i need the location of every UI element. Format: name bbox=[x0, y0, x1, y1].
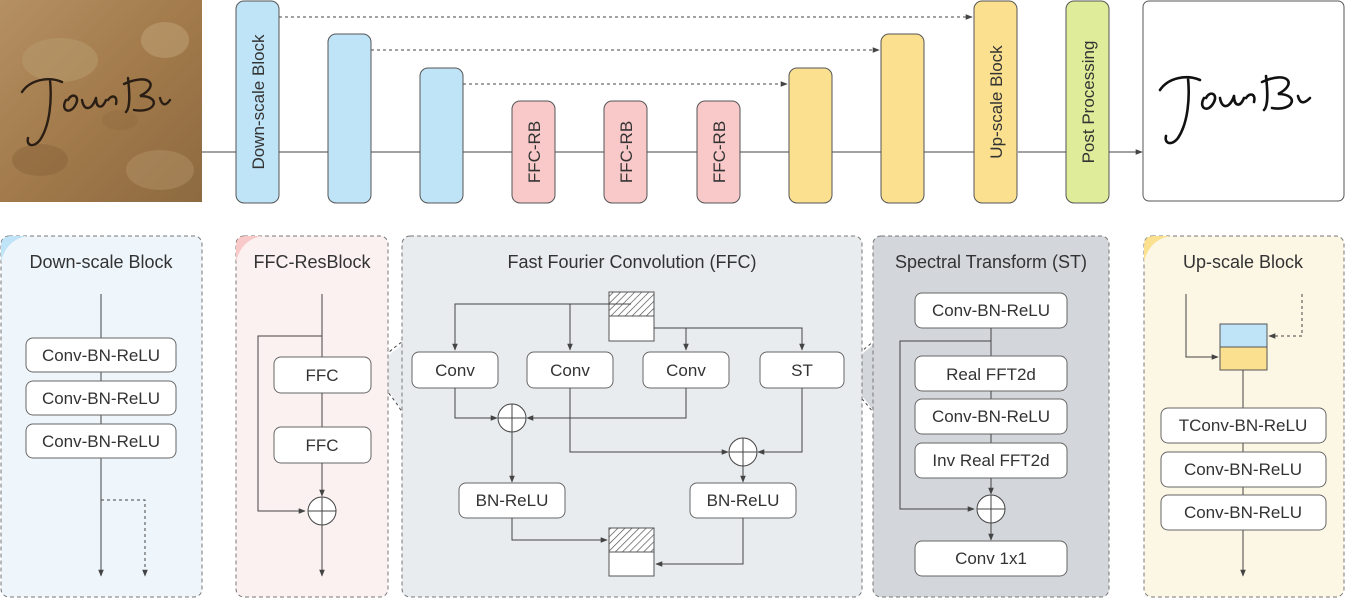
box-label: FFC bbox=[305, 436, 338, 455]
panel-title: Fast Fourier Convolution (FFC) bbox=[507, 252, 756, 272]
downscale-panel: Down-scale Block Conv-BN-ReLU Conv-BN-Re… bbox=[0, 235, 203, 598]
post-processing-label: Post Processing bbox=[1079, 41, 1098, 164]
conv-1x1-box bbox=[914, 540, 1068, 577]
residual-connection bbox=[899, 340, 991, 512]
box-label: TConv-BN-ReLU bbox=[1179, 416, 1307, 435]
panel-title: Down-scale Block bbox=[29, 252, 173, 272]
conv-bn-relu-box bbox=[1160, 451, 1327, 488]
branch-arrow bbox=[654, 327, 805, 351]
box-label: Conv bbox=[435, 361, 475, 380]
st-panel: Spectral Transform (ST) Conv-BN-ReLU Rea… bbox=[872, 235, 1110, 598]
box-label: Real FFT2d bbox=[946, 365, 1036, 384]
ffc-rb-block-1: FFC-RB bbox=[511, 100, 556, 204]
residual-connection bbox=[257, 335, 322, 514]
box-label: Conv-BN-ReLU bbox=[1184, 460, 1302, 479]
ffc-rb-block-2: FFC-RB bbox=[603, 100, 648, 204]
branch-arrow bbox=[567, 303, 631, 351]
ffc-rb-label: FFC-RB bbox=[710, 121, 729, 183]
input-arrow bbox=[1185, 294, 1219, 360]
box-label: Conv-BN-ReLU bbox=[932, 407, 1050, 426]
flow-arrow bbox=[569, 388, 729, 455]
upscale-block-top: Up-scale Block bbox=[973, 0, 1018, 204]
ffc-resblock-panel: FFC-ResBlock FFC FFC bbox=[235, 235, 389, 598]
ffc-rb-label: FFC-RB bbox=[525, 121, 544, 183]
upscale-panel: Up-scale Block TConv-BN-ReLU Conv-BN-ReL… bbox=[1143, 235, 1345, 598]
output-signature-drawing bbox=[1158, 74, 1312, 145]
panel-title: FFC-ResBlock bbox=[253, 252, 371, 272]
flow-arrow bbox=[511, 518, 608, 543]
box-label: Conv-BN-ReLU bbox=[1184, 503, 1302, 522]
ffc-panel: Fast Fourier Convolution (FFC) Conv Conv… bbox=[401, 235, 863, 598]
downscale-block-label: Down-scale Block bbox=[249, 34, 268, 170]
skip-input-arrow bbox=[1268, 294, 1303, 339]
conv-bn-relu-box bbox=[25, 337, 177, 373]
box-label: FFC bbox=[305, 366, 338, 385]
add-icon bbox=[976, 494, 1006, 524]
flow-arrow bbox=[757, 388, 803, 455]
upscale-block-label: Up-scale Block bbox=[987, 45, 1006, 159]
encoder-block-3 bbox=[419, 67, 464, 204]
concat-tensor-icon bbox=[1219, 323, 1268, 371]
ffc-rb-block-3: FFC-RB bbox=[696, 100, 741, 204]
conv-bn-relu-box bbox=[25, 380, 177, 416]
box-label: Conv 1x1 bbox=[955, 549, 1027, 568]
decoder-block-1 bbox=[788, 67, 833, 204]
zoom-connector-lines bbox=[371, 341, 403, 413]
flow-arrow bbox=[655, 518, 744, 567]
output-tensor-icon bbox=[608, 527, 655, 577]
branch-arrow bbox=[452, 303, 609, 351]
box-label: Conv bbox=[666, 361, 706, 380]
panel-title: Spectral Transform (ST) bbox=[895, 252, 1087, 272]
box-label: ST bbox=[791, 361, 813, 380]
box-label: BN-ReLU bbox=[476, 491, 549, 510]
decoder-block-2 bbox=[880, 33, 925, 204]
output-document-image bbox=[1142, 0, 1345, 202]
box-label: Inv Real FFT2d bbox=[932, 451, 1049, 470]
conv-bn-relu-box bbox=[25, 423, 177, 459]
box-label: Conv-BN-ReLU bbox=[932, 301, 1050, 320]
post-processing-block: Post Processing bbox=[1065, 0, 1110, 204]
add-icon bbox=[497, 403, 527, 433]
input-tensor-icon bbox=[608, 291, 655, 342]
conv-bn-relu-box bbox=[1160, 494, 1327, 531]
downscale-block-top: Down-scale Block bbox=[235, 0, 280, 204]
flow-arrow bbox=[454, 388, 498, 421]
input-signature-drawing bbox=[20, 76, 172, 147]
panel-title: Up-scale Block bbox=[1183, 252, 1304, 272]
ffc-rb-label: FFC-RB bbox=[617, 121, 636, 183]
encoder-block-2 bbox=[327, 33, 372, 204]
add-icon bbox=[728, 437, 758, 467]
add-icon bbox=[307, 496, 337, 526]
box-label: Conv-BN-ReLU bbox=[42, 346, 160, 365]
input-document-image bbox=[0, 0, 202, 202]
flow-arrow bbox=[526, 388, 687, 421]
box-label: Conv bbox=[550, 361, 590, 380]
box-label: Conv-BN-ReLU bbox=[42, 389, 160, 408]
box-label: Conv-BN-ReLU bbox=[42, 432, 160, 451]
skip-output-arrow bbox=[100, 482, 148, 577]
box-label: BN-ReLU bbox=[707, 491, 780, 510]
tconv-bn-relu-box bbox=[1160, 407, 1327, 444]
